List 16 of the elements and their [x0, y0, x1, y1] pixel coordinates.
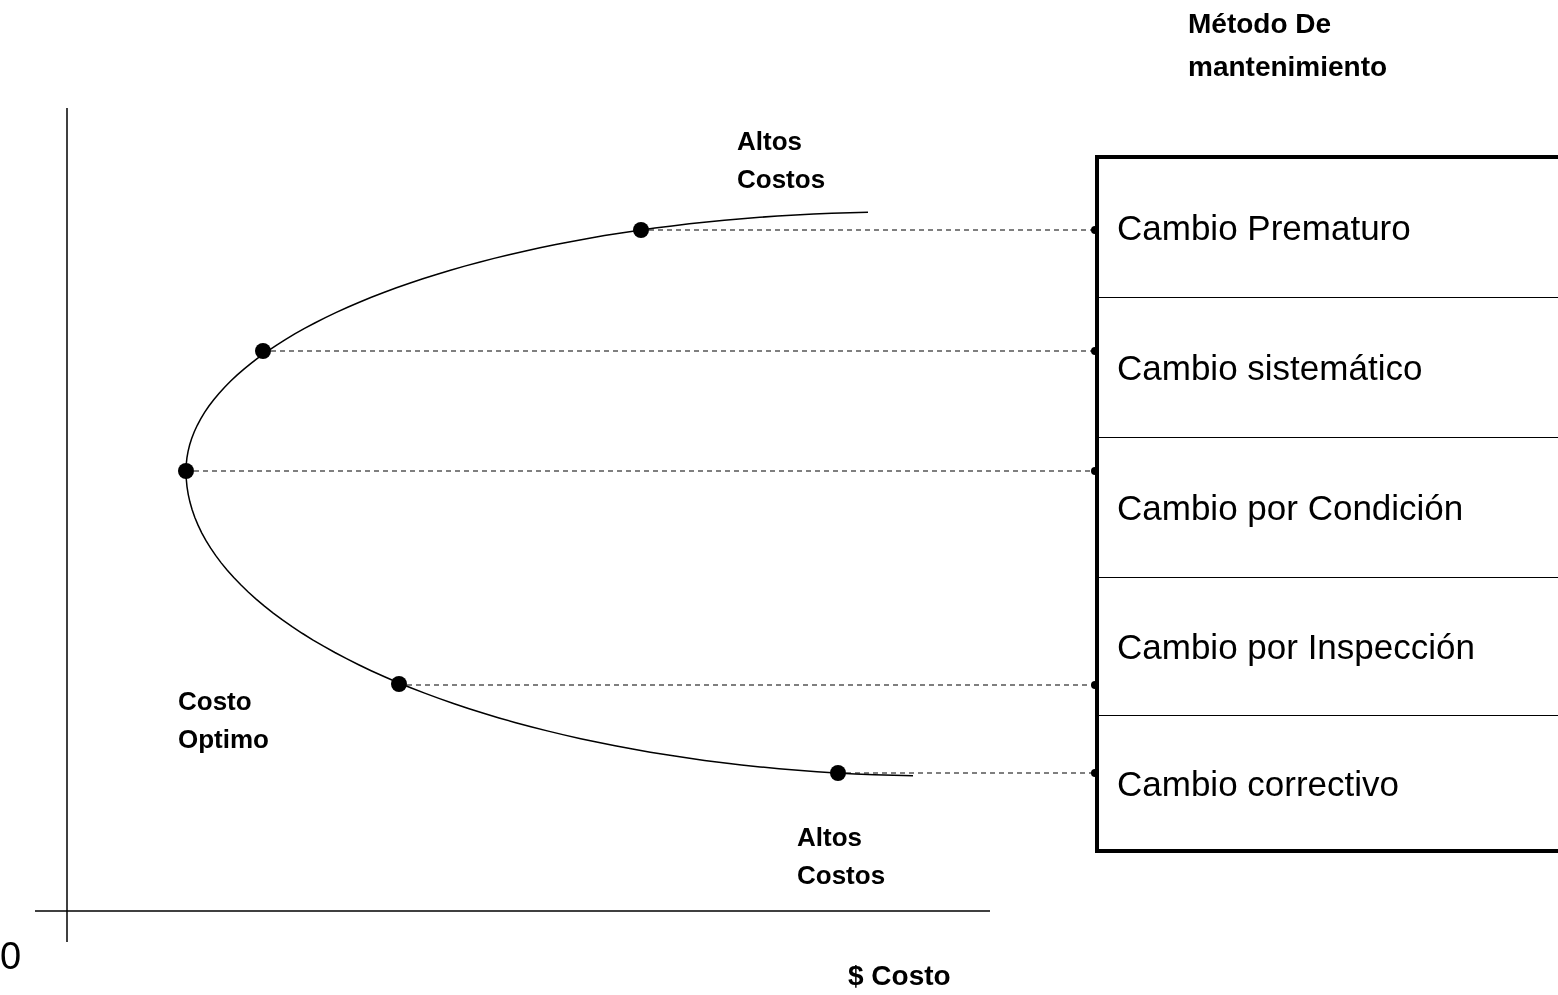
curve-point: [178, 463, 194, 479]
table-row: Cambio sistemático: [1099, 297, 1558, 437]
curve-point: [391, 676, 407, 692]
curve-point: [633, 222, 649, 238]
table-heading: Método De mantenimiento: [1188, 7, 1389, 84]
table-row: Cambio Prematuro: [1099, 159, 1558, 297]
cost-label: Costo Optimo: [178, 685, 270, 756]
table-row: Cambio por Inspección: [1099, 577, 1558, 715]
axis-title: $ Costo: [848, 959, 951, 993]
curve-point: [255, 343, 271, 359]
cost-label: Altos Costos: [737, 125, 827, 196]
cost-label: Altos Costos: [797, 821, 887, 892]
table-row: Cambio por Condición: [1099, 437, 1558, 577]
curve-point: [830, 765, 846, 781]
table-row: Cambio correctivo: [1099, 715, 1558, 851]
axis-origin-label: 0: [0, 934, 22, 978]
